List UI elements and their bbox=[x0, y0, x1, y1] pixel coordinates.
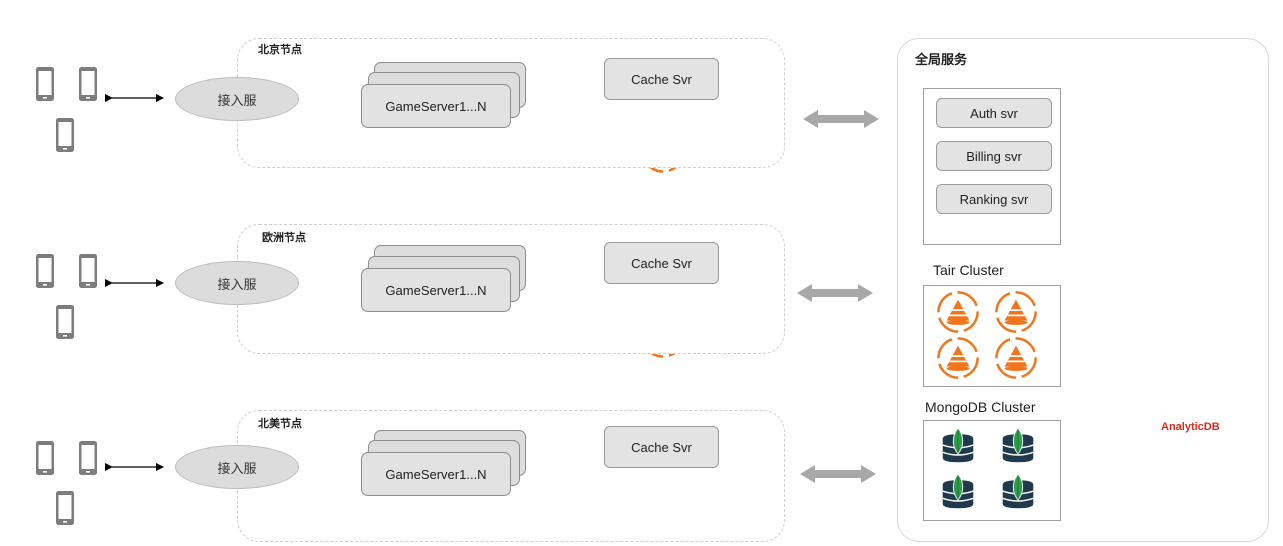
phone-icon bbox=[79, 67, 97, 101]
cache-svr: Cache Svr bbox=[604, 242, 719, 284]
mongodb-cluster bbox=[923, 420, 1061, 521]
mongodb-icon bbox=[941, 427, 975, 463]
phone-icon bbox=[36, 67, 54, 101]
phone-icon bbox=[36, 254, 54, 288]
access-server: 接入服 bbox=[175, 261, 299, 305]
double-arrow-icon bbox=[800, 465, 876, 483]
global-title: 全局服务 bbox=[915, 52, 968, 67]
node-label: 欧洲节点 bbox=[262, 232, 306, 244]
game-server: GameServer1...N bbox=[361, 452, 511, 496]
node-label: 北京节点 bbox=[258, 44, 302, 56]
ranking-svr: Ranking svr bbox=[936, 184, 1052, 214]
phone-icon bbox=[56, 118, 74, 152]
phone-icon bbox=[56, 491, 74, 525]
mongodb-cluster-icons bbox=[941, 427, 1035, 509]
billing-svr: Billing svr bbox=[936, 141, 1052, 171]
node-global-links bbox=[797, 110, 879, 483]
mongodb-icon bbox=[941, 473, 975, 509]
phone-icon bbox=[79, 254, 97, 288]
client-devices bbox=[36, 67, 97, 525]
double-arrow-icon bbox=[797, 284, 873, 302]
tair-cluster bbox=[923, 285, 1061, 387]
game-server: GameServer1...N bbox=[361, 268, 511, 312]
tair-cluster-label: Tair Cluster bbox=[933, 262, 1004, 278]
redis-icon bbox=[995, 291, 1037, 333]
redis-icon bbox=[937, 291, 979, 333]
phone-icon bbox=[36, 441, 54, 475]
mongodb-icon bbox=[1001, 427, 1035, 463]
access-server: 接入服 bbox=[175, 77, 299, 121]
cache-svr: Cache Svr bbox=[604, 426, 719, 468]
redis-icon bbox=[995, 337, 1037, 379]
access-server: 接入服 bbox=[175, 445, 299, 489]
mongodb-cluster-label: MongoDB Cluster bbox=[925, 399, 1036, 415]
redis-icon bbox=[937, 337, 979, 379]
auth-svr: Auth svr bbox=[936, 98, 1052, 128]
analyticdb-label: AnalyticDB bbox=[1161, 421, 1220, 433]
cache-svr: Cache Svr bbox=[604, 58, 719, 100]
phone-icon bbox=[56, 305, 74, 339]
double-arrow-icon bbox=[803, 110, 879, 128]
node-label: 北美节点 bbox=[258, 418, 302, 430]
mongodb-icon bbox=[1001, 473, 1035, 509]
phone-icon bbox=[79, 441, 97, 475]
tair-cluster-icons bbox=[937, 291, 1037, 379]
game-server: GameServer1...N bbox=[361, 84, 511, 128]
